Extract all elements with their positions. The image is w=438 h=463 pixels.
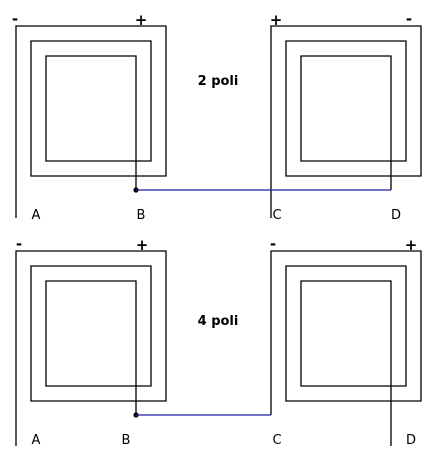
diagram-title: 2 poli (198, 74, 239, 89)
coil-outer-turn (15, 250, 167, 446)
terminal-label: D (406, 433, 416, 448)
terminal-label: B (122, 433, 131, 448)
diagram-2-poli: - + + - 2 poli A B C D (12, 10, 422, 223)
terminal-label: D (391, 208, 401, 223)
polarity-sign: - (406, 10, 412, 28)
coil-right-2 (270, 250, 422, 446)
polarity-sign: - (16, 235, 22, 253)
coil-outer-turn (270, 250, 422, 446)
polarity-sign: - (12, 10, 18, 28)
polarity-sign: + (270, 11, 283, 29)
terminal-label: A (32, 433, 41, 448)
polarity-sign: + (405, 236, 418, 254)
coil-right-1 (270, 25, 422, 218)
terminal-label: C (272, 433, 281, 448)
coil-outer-turn (270, 25, 422, 218)
diagram-title: 4 poli (198, 314, 239, 329)
polarity-sign: + (136, 236, 149, 254)
diagram-4-poli: - + - + 4 poli A B C D (15, 235, 422, 448)
polarity-sign: + (135, 11, 148, 29)
terminal-label: A (32, 208, 41, 223)
coil-left-1 (15, 25, 167, 218)
coil-left-2 (15, 250, 167, 446)
polarity-sign: - (270, 235, 276, 253)
coil-outer-turn (15, 25, 167, 218)
terminal-label: C (272, 208, 281, 223)
terminal-label: B (137, 208, 146, 223)
